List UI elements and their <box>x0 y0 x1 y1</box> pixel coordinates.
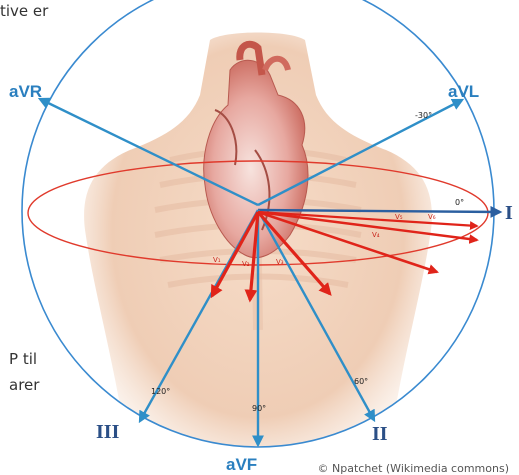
image-credit: © Npatchet (Wikimedia commons) <box>318 462 509 475</box>
label-avl: aVL <box>448 82 479 101</box>
label-iii: III <box>96 421 120 443</box>
label-v3: V₃ <box>276 258 284 266</box>
degree-120: 120° <box>151 387 170 396</box>
degree-60: 60° <box>354 377 368 386</box>
label-v5: V₅ <box>395 213 403 221</box>
label-v4: V₄ <box>372 231 380 239</box>
label-avr: aVR <box>9 82 42 101</box>
label-ii: II <box>372 423 388 445</box>
degree-90: 90° <box>252 404 266 413</box>
label-avf: aVF <box>226 455 257 474</box>
degree-minus-30: -30° <box>415 111 432 120</box>
label-v2: V₂ <box>242 260 250 268</box>
label-v1: V₁ <box>213 256 221 264</box>
degree-0: 0° <box>455 198 464 207</box>
label-i: I <box>505 202 513 224</box>
label-v6: V₆ <box>428 213 436 221</box>
